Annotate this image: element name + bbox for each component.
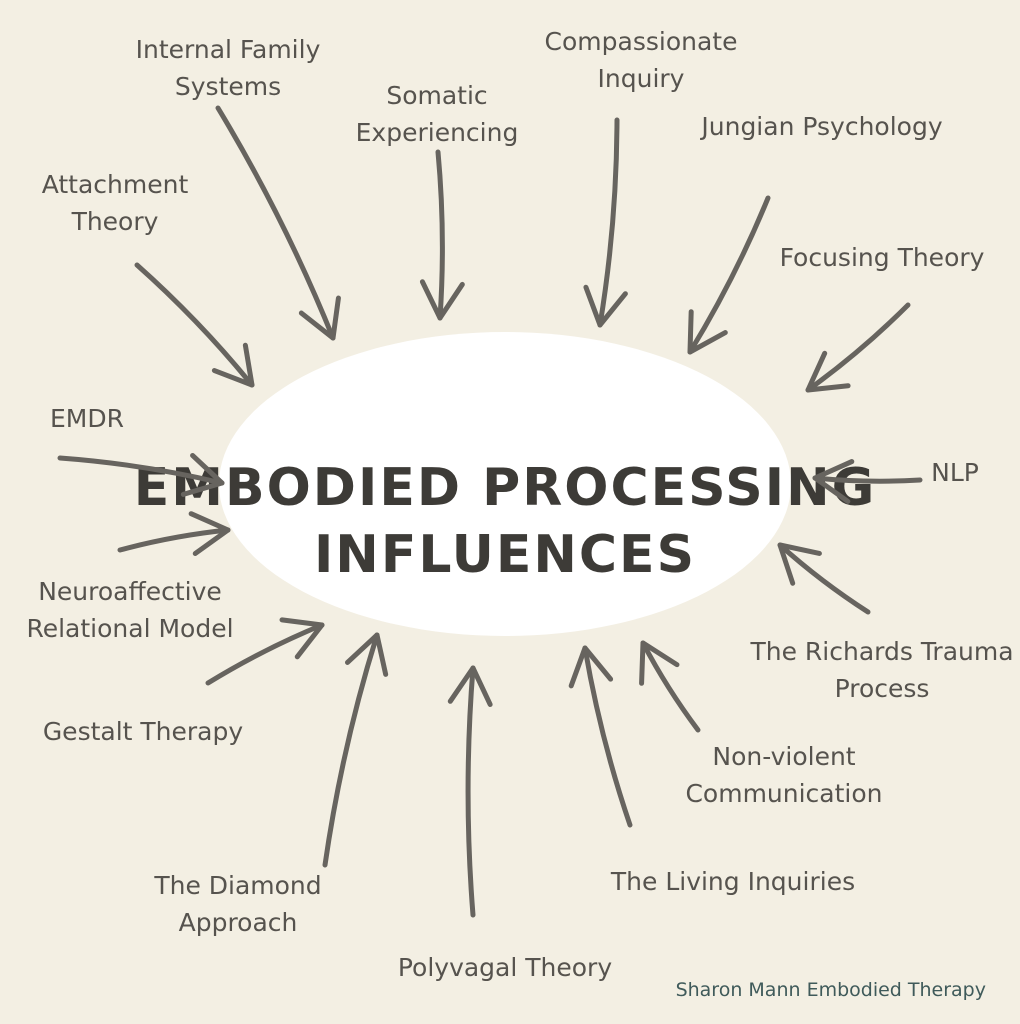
arrow-2 [583, 117, 628, 328]
arrow-13 [57, 452, 225, 497]
influence-label-line: EMDR [50, 404, 124, 433]
influence-label-line: Experiencing [356, 118, 519, 147]
influence-label-line: Process [835, 674, 930, 703]
arrow-9 [447, 665, 493, 918]
arrow-3 [687, 195, 771, 355]
arrow-4 [805, 302, 911, 393]
influence-label-line: The Living Inquiries [610, 867, 855, 896]
influence-label: The Living Inquiries [610, 867, 855, 896]
influence-label: NLP [931, 458, 979, 487]
central-ellipse [219, 332, 791, 636]
influence-label-line: Communication [685, 779, 882, 808]
influence-label: Focusing Theory [780, 243, 985, 272]
arrow-5 [812, 459, 923, 504]
influence-label-line: Inquiry [598, 64, 685, 93]
influence-label-line: Polyvagal Theory [398, 953, 612, 982]
influence-label-line: Systems [175, 72, 281, 101]
arrow-11 [205, 617, 325, 686]
title-line-1: EMBODIED PROCESSING [134, 458, 877, 518]
credit-text: Sharon Mann Embodied Therapy [676, 979, 986, 1001]
influence-label-line: The Richards Trauma [749, 637, 1013, 666]
influence-label-line: Theory [71, 207, 159, 236]
influence-label: Gestalt Therapy [43, 717, 244, 746]
influence-label: Jungian Psychology [699, 112, 942, 141]
influence-label-line: Compassionate [545, 27, 738, 56]
influence-label-line: Attachment [42, 170, 189, 199]
influence-label-line: Gestalt Therapy [43, 717, 244, 746]
influence-label: EMDR [50, 404, 124, 433]
influence-label-line: Focusing Theory [780, 243, 985, 272]
arrow-14 [134, 262, 255, 388]
influence-label-line: Internal Family [136, 35, 321, 64]
influence-label-line: Neuroaffective [38, 577, 222, 606]
influence-label-line: Approach [179, 908, 298, 937]
arrow-7 [639, 640, 701, 733]
arrow-8 [568, 645, 633, 828]
influence-label-line: Relational Model [26, 614, 233, 643]
influence-label-line: NLP [931, 458, 979, 487]
arrow-6 [777, 542, 871, 615]
influence-label-line: Jungian Psychology [699, 112, 942, 141]
influence-label-line: Non-violent [712, 742, 855, 771]
arrow-0 [215, 105, 341, 341]
influence-label-line: The Diamond [153, 871, 321, 900]
arrow-1 [419, 149, 465, 321]
arrow-10 [322, 632, 389, 868]
influence-label-line: Somatic [386, 81, 487, 110]
arrow-12 [117, 511, 231, 557]
influence-label: Polyvagal Theory [398, 953, 612, 982]
title-line-2: INFLUENCES [314, 525, 696, 585]
